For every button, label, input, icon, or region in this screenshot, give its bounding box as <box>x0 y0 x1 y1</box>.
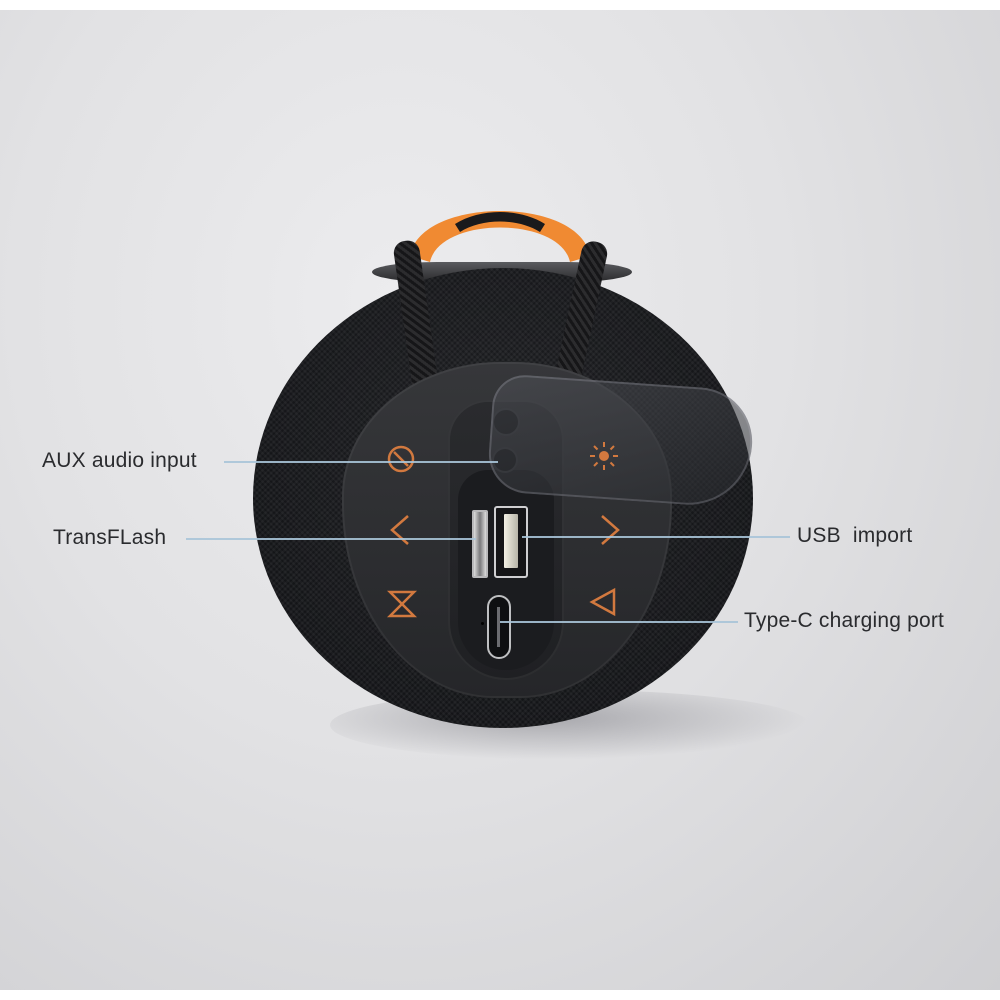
sun-light-icon[interactable] <box>586 438 622 474</box>
typec-label: Type-C charging port <box>744 609 945 632</box>
aux-callout-line <box>224 461 498 463</box>
typec-tongue <box>497 607 500 647</box>
hourglass-mode-icon[interactable] <box>384 586 420 622</box>
tf-label: TransFLash <box>53 526 167 549</box>
usb-label: USB import <box>797 524 913 547</box>
typec-callout-line <box>500 621 738 623</box>
triangle-play-icon[interactable] <box>586 584 622 620</box>
aux-label: AUX audio input <box>42 449 197 472</box>
chevron-right-icon[interactable] <box>592 512 628 548</box>
orange-handle <box>410 211 590 262</box>
usb-port[interactable] <box>494 506 528 578</box>
usb-callout-line <box>522 536 790 538</box>
typec-port[interactable] <box>487 595 511 659</box>
tf-callout-line <box>186 538 476 540</box>
tf-card-slot[interactable] <box>472 510 488 578</box>
mic-hole <box>481 622 484 625</box>
power-slash-icon[interactable] <box>383 441 419 477</box>
chevron-left-icon[interactable] <box>382 512 418 548</box>
usb-tongue <box>504 514 518 568</box>
